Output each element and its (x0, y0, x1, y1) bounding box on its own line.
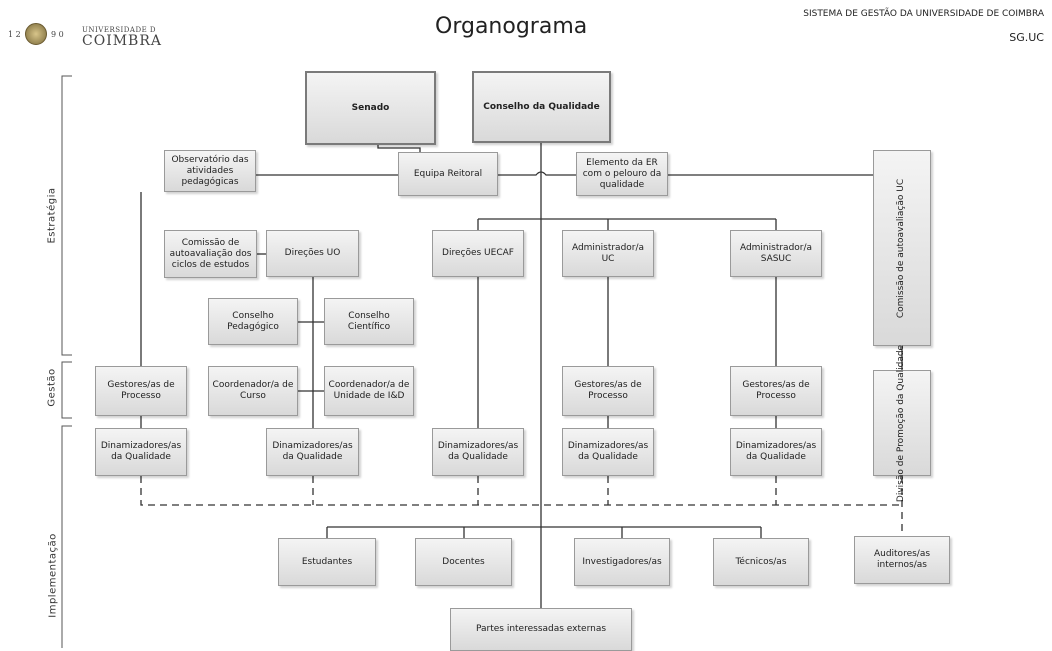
investigadores-box: Investigadores/as (574, 538, 670, 586)
university-line2: COIMBRA (82, 33, 162, 49)
seal-icon (25, 23, 47, 45)
auditores-box: Auditores/as internos/as (854, 536, 950, 584)
gestores-processo-box-3: Gestores/as de Processo (730, 366, 822, 416)
logo-years-right: 9 0 (51, 30, 64, 39)
coordenador-unidade-box: Coordenador/a de Unidade de I&D (324, 366, 414, 416)
comissao-ciclos-box: Comissão de autoavaliação dos ciclos de … (164, 230, 257, 278)
dinamizadores-box-4: Dinamizadores/as da Qualidade (562, 428, 654, 476)
conselho-cientifico-box: Conselho Científico (324, 298, 414, 345)
estudantes-box: Estudantes (278, 538, 376, 586)
divisao-promocao-box: Divisão de Promoção da Qualidade (873, 344, 931, 502)
conselho-pedagogico-box: Conselho Pedagógico (208, 298, 298, 345)
university-logo: 1 2 9 0 UNIVERSIDADE D COIMBRA (8, 22, 178, 52)
logo-years-left: 1 2 (8, 30, 21, 39)
tecnicos-box: Técnicos/as (713, 538, 809, 586)
level-label-implementation: Implementação (47, 533, 59, 618)
gestores-processo-box-1: Gestores/as de Processo (95, 366, 187, 416)
level-label-strategy: Estratégia (46, 187, 58, 244)
conselho-qualidade-box: Conselho da Qualidade (472, 71, 611, 143)
page-title: Organograma (435, 14, 588, 39)
dinamizadores-box-2: Dinamizadores/as da Qualidade (266, 428, 359, 476)
gestores-processo-box-2: Gestores/as de Processo (562, 366, 654, 416)
equipa-reitoral-box: Equipa Reitoral (398, 152, 498, 196)
direcoes-uo-box: Direções UO (266, 230, 359, 277)
coordenador-curso-box: Coordenador/a de Curso (208, 366, 298, 416)
comissao-autoavaliacao-uc-box: Comissão de autoavaliação UC (873, 150, 931, 346)
direcoes-uecaf-box: Direções UECAF (432, 230, 524, 277)
docentes-box: Docentes (415, 538, 512, 586)
dinamizadores-box-3: Dinamizadores/as da Qualidade (432, 428, 524, 476)
observatorio-box: Observatório das atividades pedagógicas (164, 150, 256, 192)
university-line1: UNIVERSIDADE D (82, 26, 157, 34)
system-name: SISTEMA DE GESTÃO DA UNIVERSIDADE DE COI… (803, 9, 1044, 19)
partes-externas-box: Partes interessadas externas (450, 608, 632, 651)
admin-sasuc-box: Administrador/a SASUC (730, 230, 822, 277)
senado-box: Senado (305, 71, 436, 145)
system-code: SG.UC (1009, 31, 1044, 44)
level-label-management: Gestão (46, 368, 58, 407)
elemento-er-box: Elemento da ER com o pelouro da qualidad… (576, 152, 668, 196)
dinamizadores-box-1: Dinamizadores/as da Qualidade (95, 428, 187, 476)
dinamizadores-box-5: Dinamizadores/as da Qualidade (730, 428, 822, 476)
admin-uc-box: Administrador/a UC (562, 230, 654, 277)
